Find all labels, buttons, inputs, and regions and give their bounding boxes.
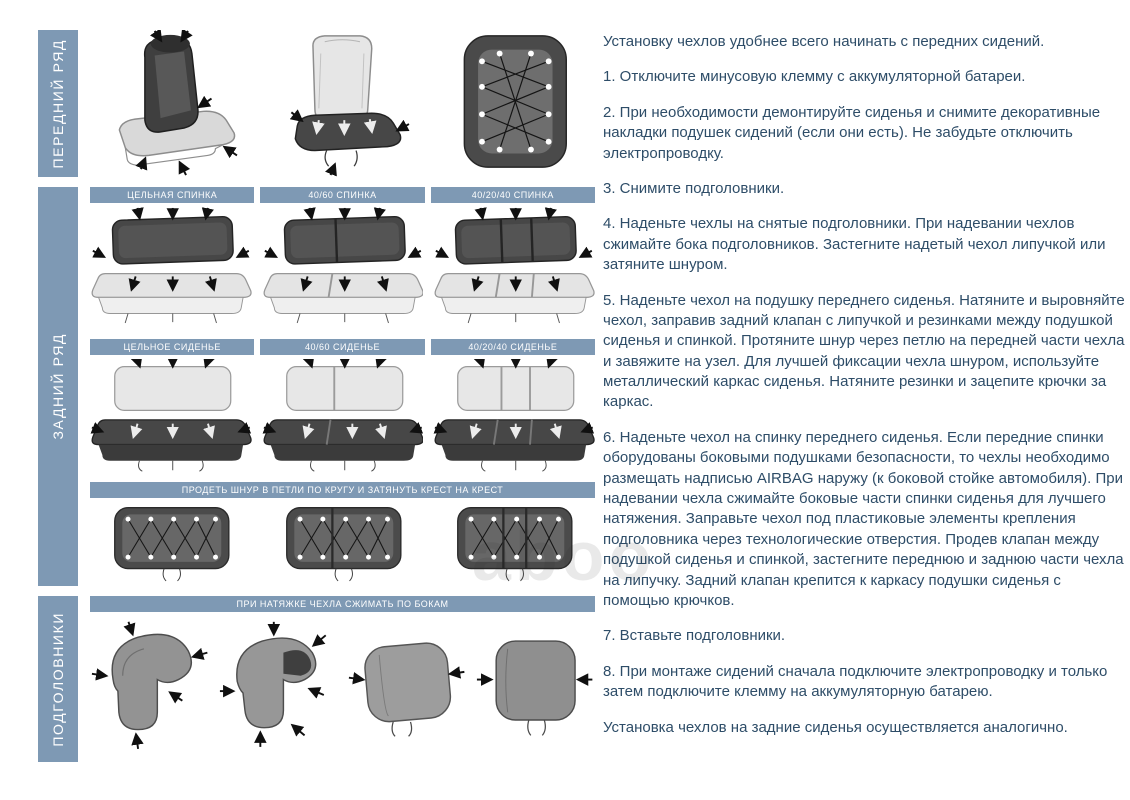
rear-back-lacing-solid-figure [90,502,252,586]
bench-backrest-4060-figure [262,207,424,333]
front-seat-cushion-cover-diagram [289,35,410,177]
front-seatback-lacing-figure [433,30,595,177]
backrest-header-row: ЦЕЛЬНАЯ СПИНКА 40/60 СПИНКА 40/20/40 СПИ… [90,186,595,203]
headrest-cover-finished-diagram [476,640,593,736]
diagram-column: ПЕРЕДНИЙ РЯД [38,30,596,763]
bench-backrest-solid-diagram [91,207,252,324]
rear-back-lacing-402040-diagram [457,507,573,582]
header-solid-cushion: ЦЕЛЬНОЕ СИДЕНЬЕ [90,338,255,355]
instruction-intro: Установку чехлов удобнее всего начинать … [603,33,1045,50]
headrest-band: ПОДГОЛОВНИКИ ПРИ НАТЯЖКЕ ЧЕХЛА СЖИМАТЬ П… [38,596,595,763]
instruction-step-7: 7. Вставьте подголовники. [603,627,786,645]
instruction-step-5: 5. Наденьте чехол на подушку переднего с… [603,291,1125,411]
headrest-label: ПОДГОЛОВНИКИ [50,611,66,747]
header-402040-cushion: 40/20/40 СИДЕНЬЕ [430,338,595,355]
instruction-step-2: 2. При необходимости демонтируйте сидень… [603,103,1101,162]
bench-cushion-4060-diagram [262,358,424,472]
bench-cushion-402040-figure [433,358,596,479]
lace-banner: ПРОДЕТЬ ШНУР В ПЕТЛИ ПО КРУГУ И ЗАТЯНУТЬ… [90,482,595,499]
bench-cushion-402040-diagram [433,358,596,472]
rear-back-lacing-4060-diagram [285,507,402,582]
instruction-step-4: 4. Наденьте чехлы на снятые подголовники… [603,215,1106,274]
instruction-step-8: 8. При монтаже сидений сначала подключит… [603,662,1108,701]
header-402040-backrest: 40/20/40 СПИНКА [430,186,595,203]
rear-back-lacing-solid-diagram [114,507,230,582]
front-row-band: ПЕРЕДНИЙ РЯД [38,30,595,177]
header-solid-backrest: ЦЕЛЬНАЯ СПИНКА [90,186,255,203]
front-seat-assembled-figure [90,30,252,177]
bench-cushion-4060-figure [262,358,424,479]
instruction-step-3: 3. Снимите подголовники. [603,179,785,197]
headrest-cover-open-figure [90,618,210,762]
front-row-label: ПЕРЕДНИЙ РЯД [50,38,66,169]
header-4060-cushion: 40/60 СИДЕНЬЕ [260,338,425,355]
rear-row-label: ЗАДНИЙ РЯД [50,333,66,440]
headrest-label-bar: ПОДГОЛОВНИКИ [38,596,78,763]
header-4060-backrest: 40/60 СПИНКА [260,186,425,203]
bench-cushion-solid-figure [90,358,252,479]
rear-back-lacing-4060-figure [262,502,424,586]
headrest-cover-open-diagram [91,621,208,749]
bench-cushion-solid-diagram [90,358,252,472]
headrest-cover-tightening-figure [347,618,467,762]
headrest-cover-fitting-diagram [220,621,327,747]
headrest-cover-tightening-diagram [348,642,464,737]
headrest-cover-fitting-figure [218,618,338,762]
front-seat-cushion-cover-figure [262,30,424,177]
bench-backrest-solid-figure [90,207,252,333]
instruction-step-6: 6. Наденьте чехол на спинку переднего си… [603,428,1124,609]
rear-row-label-bar: ЗАДНИЙ РЯД [38,186,78,586]
rear-row-band: ЗАДНИЙ РЯД ЦЕЛЬНАЯ СПИНКА 40/60 СПИНКА 4… [38,186,596,586]
instruction-outro: Установка чехлов на задние сиденья осуще… [603,718,1068,736]
cushion-header-row: ЦЕЛЬНОЕ СИДЕНЬЕ 40/60 СИДЕНЬЕ 40/20/40 С… [90,338,595,355]
instruction-step-1: 1. Отключите минусовую клемму с аккумуля… [603,68,1026,86]
bench-backrest-4060-diagram [263,207,424,324]
front-seat-assembled-diagram [118,30,238,176]
instructions-panel: Установку чехлов удобнее всего начинать … [603,32,1125,753]
headrest-cover-finished-figure [475,618,595,762]
squeeze-banner: ПРИ НАТЯЖКЕ ЧЕХЛА СЖИМАТЬ ПО БОКАМ [90,596,595,612]
rear-back-lacing-402040-figure [433,502,595,586]
bench-backrest-402040-diagram [434,207,595,324]
front-row-label-bar: ПЕРЕДНИЙ РЯД [38,30,78,177]
bench-backrest-402040-figure [433,207,595,333]
front-seatback-lacing-diagram [463,35,568,168]
